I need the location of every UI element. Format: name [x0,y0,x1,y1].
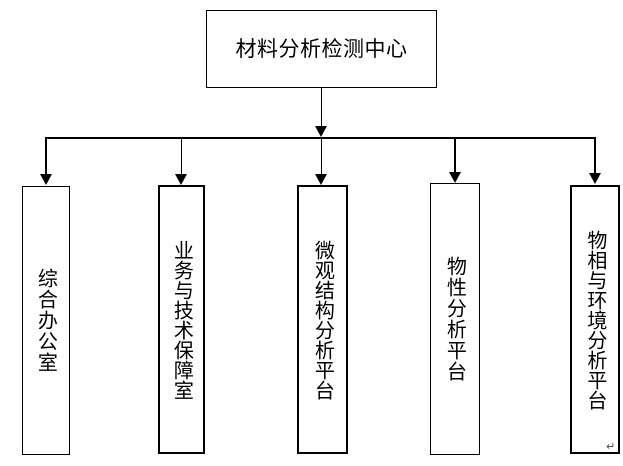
connector-drop-4 [454,137,456,172]
connector-drop-2 [180,137,183,174]
connector-bus-line [46,137,595,139]
child-node-label-2: 业务与技术保障室 [170,239,195,400]
child-node-box-1[interactable]: 综合办公室 [22,186,70,455]
arrowhead-to-child-4 [448,172,461,183]
arrowhead-to-child-2 [175,174,187,185]
child-node-label-3: 微观结构分析平台 [311,239,336,400]
child-node-box-5[interactable]: 物相与环境分析平台 [570,185,620,454]
connector-root-stem [320,88,323,126]
connector-drop-5 [594,137,596,173]
child-node-label-1: 综合办公室 [34,268,59,373]
arrowhead-to-child-5 [588,173,601,184]
arrowhead-to-child-3 [315,174,327,185]
root-node-box[interactable]: 材料分析检测中心 [206,10,437,88]
child-node-box-3[interactable]: 微观结构分析平台 [297,185,348,454]
arrowhead-root-to-bus [315,126,327,137]
root-node-label: 材料分析检测中心 [235,36,408,61]
connector-drop-3 [320,137,323,174]
child-node-label-4: 物性分析平台 [443,256,468,382]
child-node-box-4[interactable]: 物性分析平台 [430,183,480,455]
arrowhead-to-child-1 [39,174,52,185]
connector-drop-1 [45,137,47,174]
child-node-box-2[interactable]: 业务与技术保障室 [158,185,205,454]
child-node-label-5: 物相与环境分析平台 [583,229,608,410]
paragraph-mark: ↵ [606,440,616,453]
